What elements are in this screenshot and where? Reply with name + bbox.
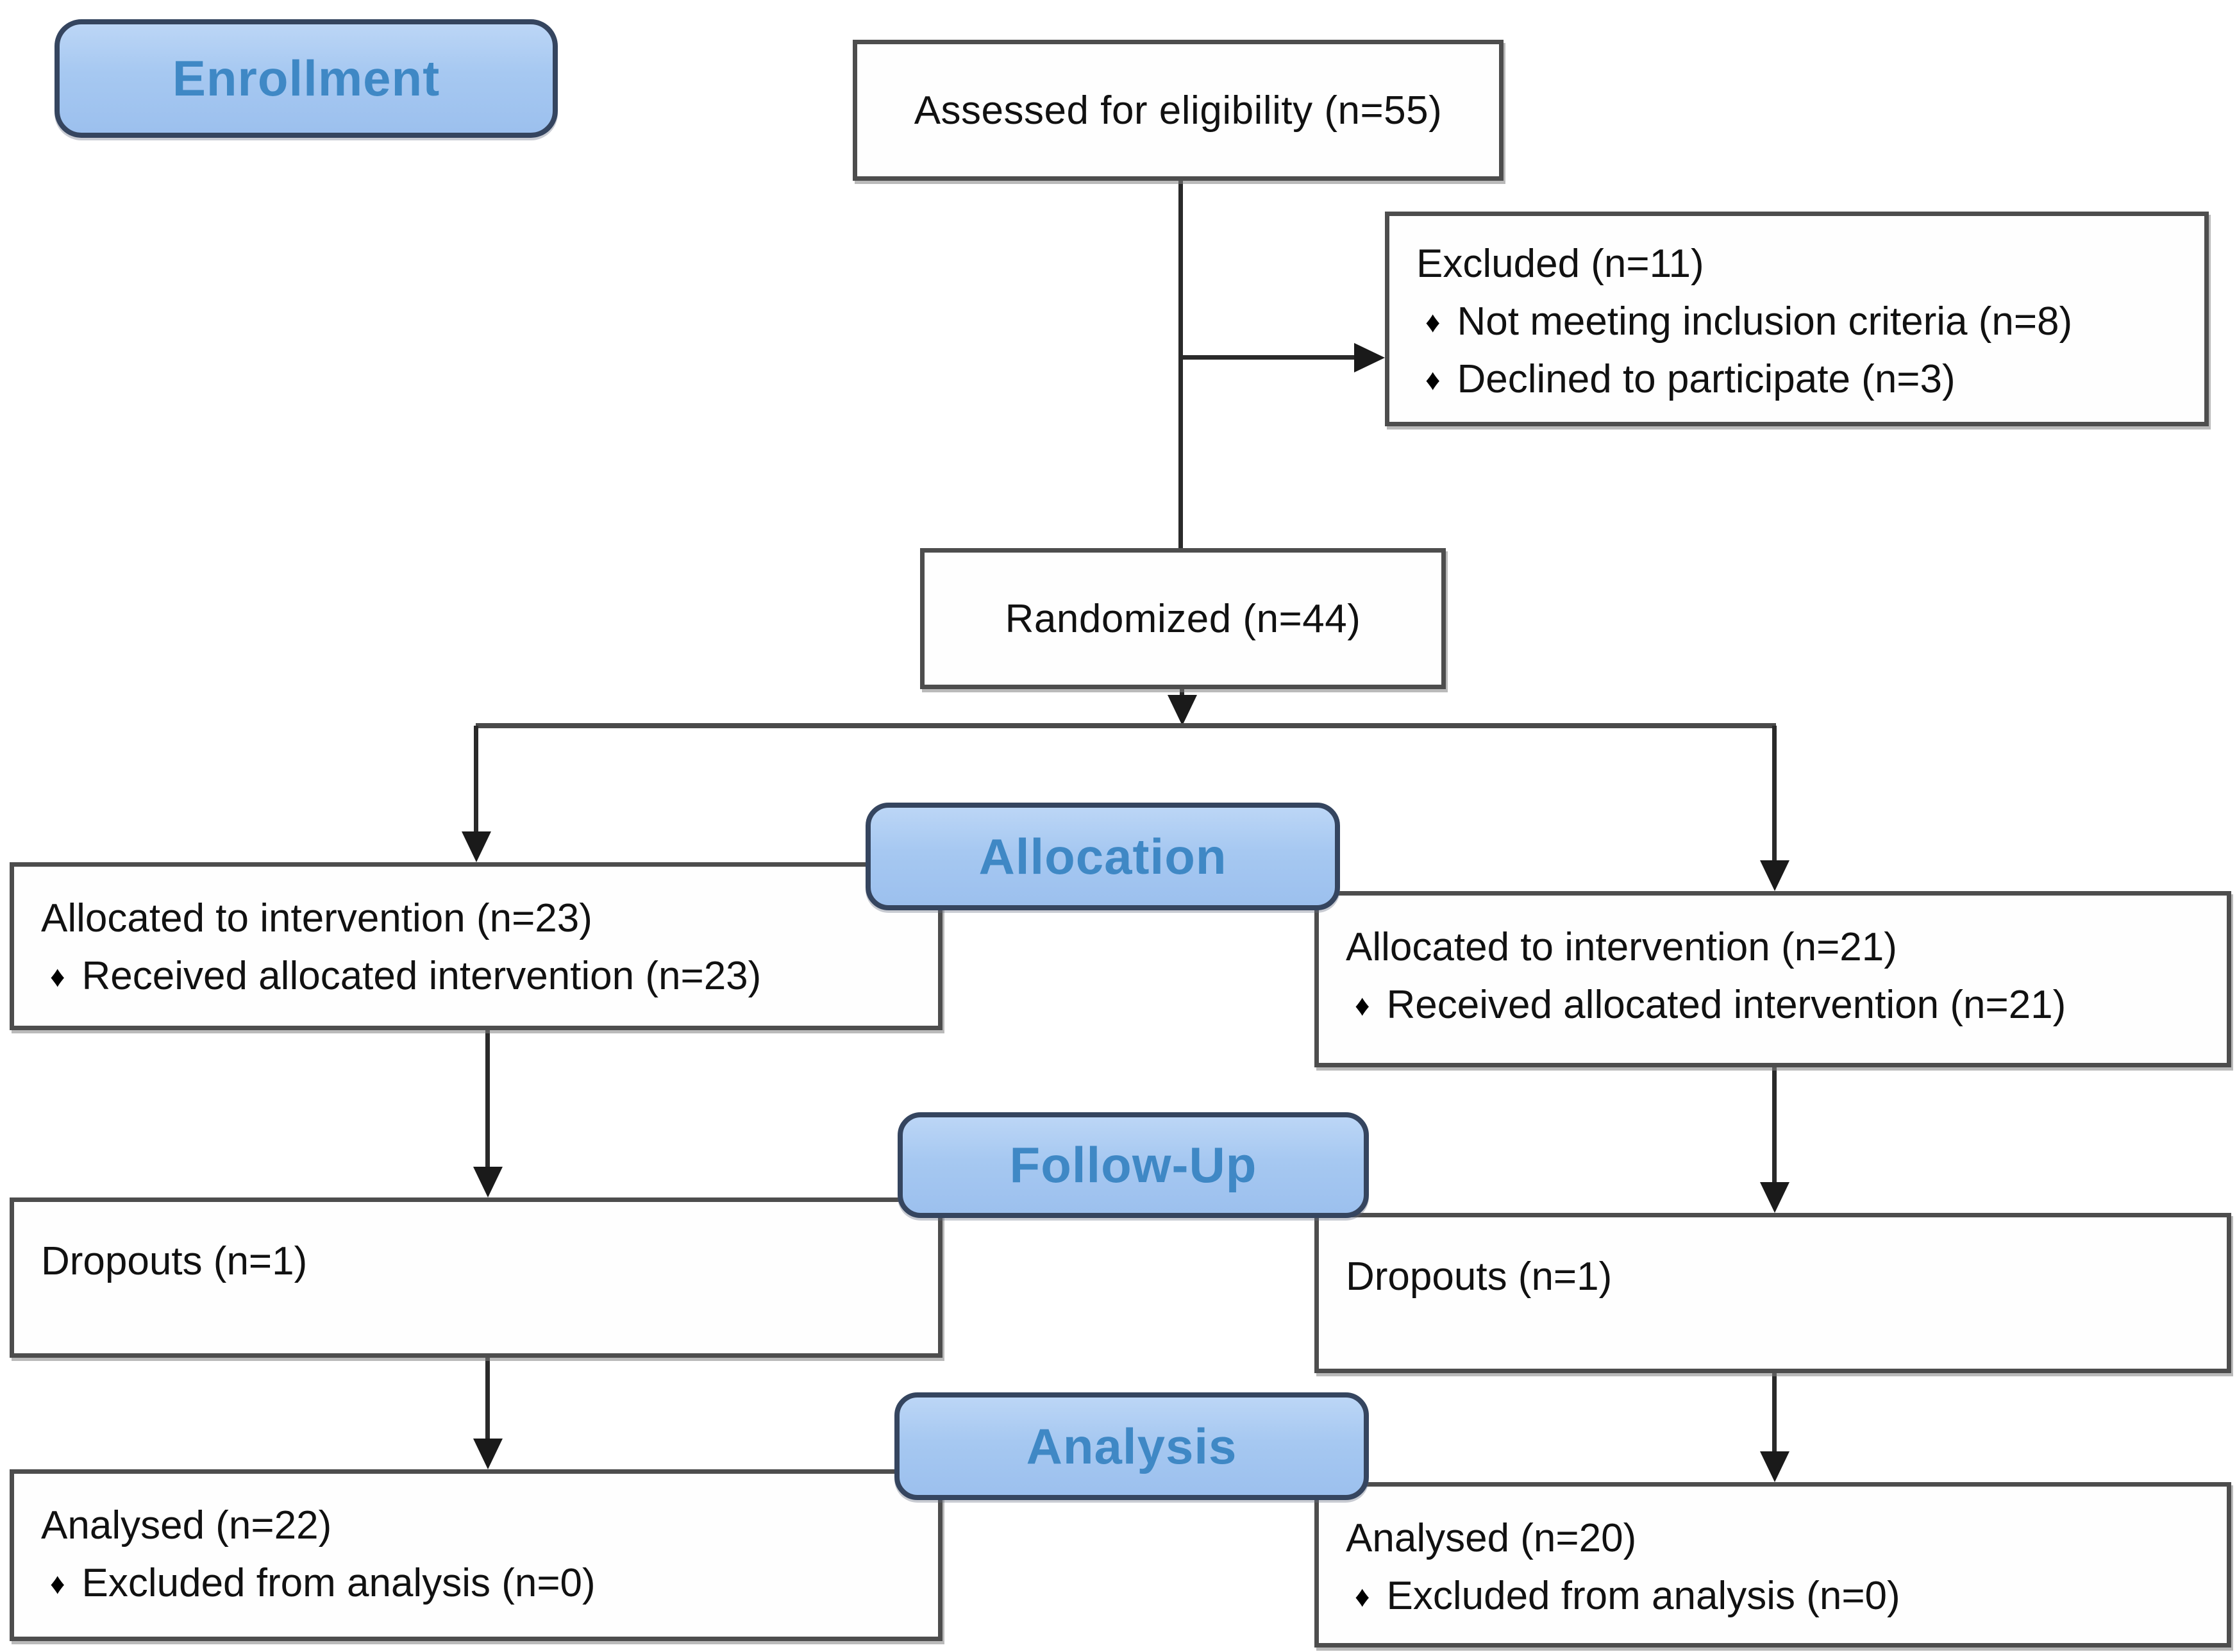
node-excluded-bullet-2: Declined to participate (n=3) [1457, 357, 1956, 401]
node-randomized: Randomized (n=44) [920, 548, 1446, 689]
arrowhead-into-alloc-left-icon [462, 831, 491, 862]
diamond-bullet-icon: ♦ [50, 960, 65, 993]
arrowhead-into-analysed-left-icon [473, 1439, 503, 1469]
arrowhead-into-analysed-right-icon [1760, 1451, 1789, 1482]
connector-dropouts-analysed-right [1772, 1373, 1777, 1453]
arrowhead-into-excluded-icon [1354, 343, 1385, 372]
arrowhead-into-split-icon [1168, 695, 1197, 726]
node-allocated-right-bullet: Received allocated intervention (n=21) [1386, 983, 2066, 1027]
connector-split-alloc-left [474, 726, 478, 835]
node-assessed: Assessed for eligibility (n=55) [853, 40, 1504, 181]
arrowhead-into-dropouts-right-icon [1760, 1182, 1789, 1213]
node-dropouts-left-title: Dropouts (n=1) [41, 1239, 308, 1283]
node-analysed-right-title: Analysed (n=20) [1346, 1516, 1637, 1560]
node-allocated-right-title: Allocated to intervention (n=21) [1346, 925, 1897, 969]
list-item: ♦ Received allocated intervention (n=21) [1346, 976, 2214, 1034]
stage-label-allocation: Allocation [866, 803, 1340, 910]
node-allocated-right: Allocated to intervention (n=21) ♦ Recei… [1314, 891, 2231, 1067]
node-analysed-right: Analysed (n=20) ♦ Excluded from analysis… [1314, 1482, 2231, 1648]
node-randomized-text: Randomized (n=44) [1005, 596, 1361, 641]
stage-label-analysis: Analysis [894, 1392, 1369, 1500]
arrowhead-into-alloc-right-icon [1760, 860, 1789, 891]
list-item: ♦ Received allocated intervention (n=23) [41, 947, 925, 1005]
connector-split-horizontal [476, 723, 1776, 728]
node-analysed-left-title: Analysed (n=22) [41, 1503, 332, 1548]
node-assessed-text: Assessed for eligibility (n=55) [914, 88, 1443, 133]
node-dropouts-left: Dropouts (n=1) [10, 1197, 943, 1358]
node-excluded-title: Excluded (n=11) [1416, 242, 1704, 286]
connector-assessed-randomized [1178, 179, 1183, 549]
diamond-bullet-icon: ♦ [1425, 363, 1441, 396]
connector-alloc-dropouts-right [1772, 1067, 1777, 1186]
node-analysed-right-bullet: Excluded from analysis (n=0) [1386, 1574, 1900, 1618]
connector-branch-excluded [1180, 355, 1360, 360]
connector-dropouts-analysed-left [485, 1358, 490, 1441]
connector-alloc-dropouts-left [485, 1030, 490, 1170]
node-excluded: Excluded (n=11) ♦ Not meeting inclusion … [1385, 212, 2209, 426]
diamond-bullet-icon: ♦ [1355, 1580, 1370, 1613]
list-item: ♦ Excluded from analysis (n=0) [1346, 1567, 2214, 1625]
arrowhead-into-dropouts-left-icon [473, 1167, 503, 1197]
node-analysed-left: Analysed (n=22) ♦ Excluded from analysis… [10, 1469, 943, 1641]
list-item: ♦ Not meeting inclusion criteria (n=8) [1416, 293, 2191, 351]
node-dropouts-right: Dropouts (n=1) [1314, 1213, 2231, 1373]
node-excluded-bullet-1: Not meeting inclusion criteria (n=8) [1457, 299, 2073, 344]
list-item: ♦ Declined to participate (n=3) [1416, 351, 2191, 408]
node-allocated-left: Allocated to intervention (n=23) ♦ Recei… [10, 862, 943, 1030]
stage-label-enrollment: Enrollment [54, 19, 558, 138]
connector-split-alloc-right [1772, 726, 1777, 864]
node-allocated-left-bullet: Received allocated intervention (n=23) [81, 954, 762, 998]
diamond-bullet-icon: ♦ [1425, 305, 1441, 338]
diamond-bullet-icon: ♦ [1355, 989, 1370, 1022]
stage-label-followup: Follow-Up [898, 1112, 1369, 1218]
node-analysed-left-bullet: Excluded from analysis (n=0) [81, 1561, 596, 1605]
diamond-bullet-icon: ♦ [50, 1567, 65, 1600]
node-dropouts-right-title: Dropouts (n=1) [1346, 1255, 1613, 1299]
list-item: ♦ Excluded from analysis (n=0) [41, 1555, 925, 1612]
node-allocated-left-title: Allocated to intervention (n=23) [41, 896, 592, 940]
